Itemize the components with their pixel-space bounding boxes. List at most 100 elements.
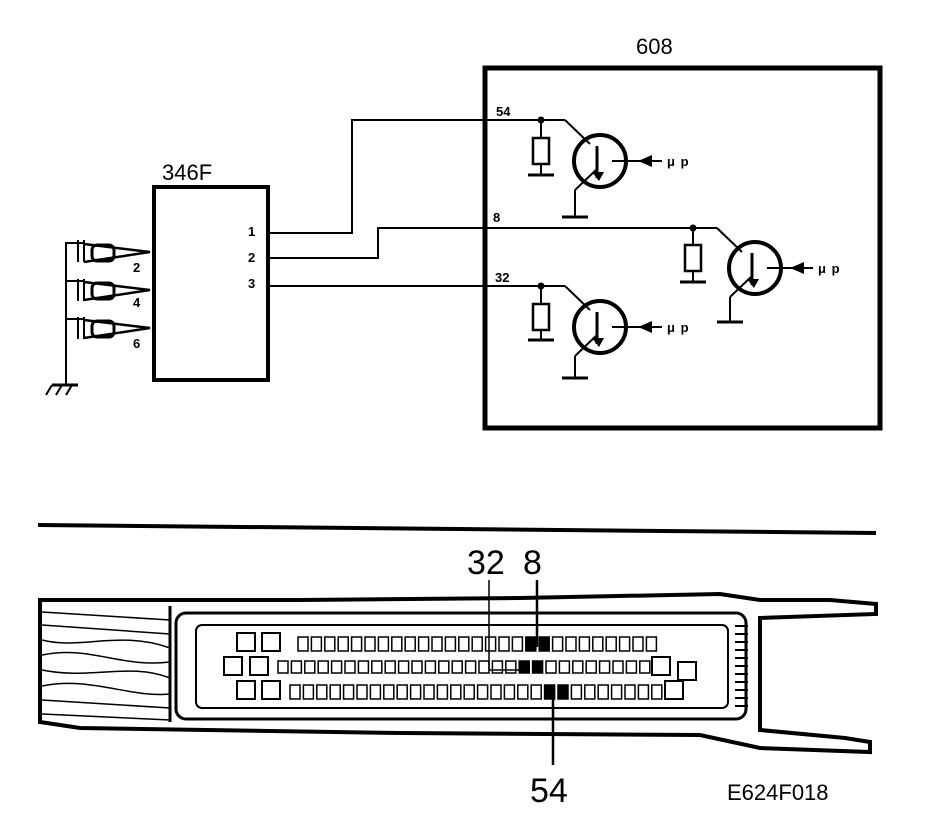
connector-pin [423, 684, 435, 700]
connector-pin [431, 636, 443, 652]
connector-pin [538, 636, 550, 652]
ecu-label: 608 [636, 34, 673, 59]
connector-pin [557, 684, 569, 700]
connector-pin [411, 660, 423, 674]
connector-pin [484, 636, 497, 652]
connector-pin [618, 636, 631, 652]
connector-pin [498, 636, 510, 652]
connector-pin [610, 684, 623, 700]
driver-8-input: μ p [818, 261, 841, 276]
ecu-connector-view [38, 580, 878, 765]
connector-pin [350, 636, 363, 652]
connector-pin [342, 684, 355, 700]
callout-54: 54 [530, 772, 568, 810]
connector-pin [645, 636, 658, 652]
ecu-pin-54: 54 [496, 104, 511, 119]
connector-pin [330, 660, 343, 674]
sensor-connector-2 [66, 240, 151, 264]
connector-pin [625, 660, 638, 674]
pin-rows [277, 636, 663, 700]
connector-pin [396, 684, 408, 700]
connector-pin [289, 684, 301, 700]
sensor-connector-6 [66, 317, 151, 340]
connector-pin [329, 684, 341, 700]
connector-pin [458, 636, 470, 652]
connector-pin [463, 684, 475, 700]
connector-pin [444, 636, 457, 652]
connector-pin [490, 684, 502, 700]
driver-54-input: μ p [667, 154, 690, 169]
connector-pin [651, 684, 663, 700]
connector-pin [317, 660, 329, 674]
connector-pin [578, 636, 591, 652]
connector-pin [471, 636, 483, 652]
connector-pin [624, 684, 636, 700]
connector-pin [451, 660, 463, 674]
connector-pin [337, 636, 349, 652]
connector-pin [518, 660, 530, 674]
connector-pin [364, 636, 376, 652]
signal-wires [268, 119, 693, 287]
connector-pin [476, 684, 489, 700]
module-pin-3: 3 [248, 276, 255, 291]
callout-line-32 [488, 580, 530, 671]
connector-pin [357, 660, 370, 674]
connector-pin [558, 660, 571, 674]
connector-pin [436, 684, 449, 700]
connector-pin-6: 6 [133, 336, 140, 351]
connector-pin [324, 636, 336, 652]
ecu-pin-32: 32 [495, 270, 509, 285]
connector-pin [525, 636, 537, 652]
module-pin-1: 1 [248, 224, 255, 239]
connector-pin [632, 636, 644, 652]
connector-pin-2: 2 [133, 260, 140, 275]
connector-pin-4: 4 [133, 295, 141, 310]
module-pin-2: 2 [248, 250, 255, 265]
connector-pin [290, 660, 303, 674]
connector-pin [409, 684, 422, 700]
connector-pin [503, 684, 516, 700]
connector-pin [565, 636, 577, 652]
figure-id: E624F018 [727, 780, 829, 805]
connector-pin [424, 660, 437, 674]
connector-pin [637, 684, 650, 700]
connector-pin [297, 636, 309, 652]
connector-pin [450, 684, 462, 700]
connector-pin [598, 660, 611, 674]
wire-pin54 [268, 119, 541, 234]
connector-pin [397, 660, 410, 674]
connector-pin [384, 660, 396, 674]
connector-pin [371, 660, 383, 674]
connector-pin [304, 660, 316, 674]
wire-pin8 [268, 227, 693, 259]
cable-bundle [41, 606, 172, 722]
connector-pin [570, 684, 583, 700]
connector-pin [530, 684, 542, 700]
callout-32: 32 [467, 544, 505, 582]
connector-pin [545, 660, 557, 674]
power-pins [223, 632, 697, 700]
driver-stage-32 [528, 282, 662, 380]
connector-pin [505, 660, 517, 674]
connector-housing [38, 591, 878, 755]
connector-pin [316, 684, 328, 700]
module-label: 346F [162, 160, 212, 185]
ecu-pin-8: 8 [493, 210, 500, 225]
connector-pin [551, 636, 564, 652]
connector-pin [344, 660, 356, 674]
connector-pin [531, 660, 544, 674]
connector-pin [585, 660, 597, 674]
latch-ribs [735, 625, 748, 707]
ecu-box [482, 65, 883, 431]
connector-pin [491, 660, 504, 674]
connector-pin [377, 636, 390, 652]
connector-pin [277, 660, 289, 674]
connector-pin [639, 660, 651, 674]
connector-pin [572, 660, 584, 674]
connector-pin [383, 684, 395, 700]
connector-pin [612, 660, 624, 674]
driver-32-input: μ p [667, 320, 690, 335]
driver-stage-54 [528, 116, 662, 219]
